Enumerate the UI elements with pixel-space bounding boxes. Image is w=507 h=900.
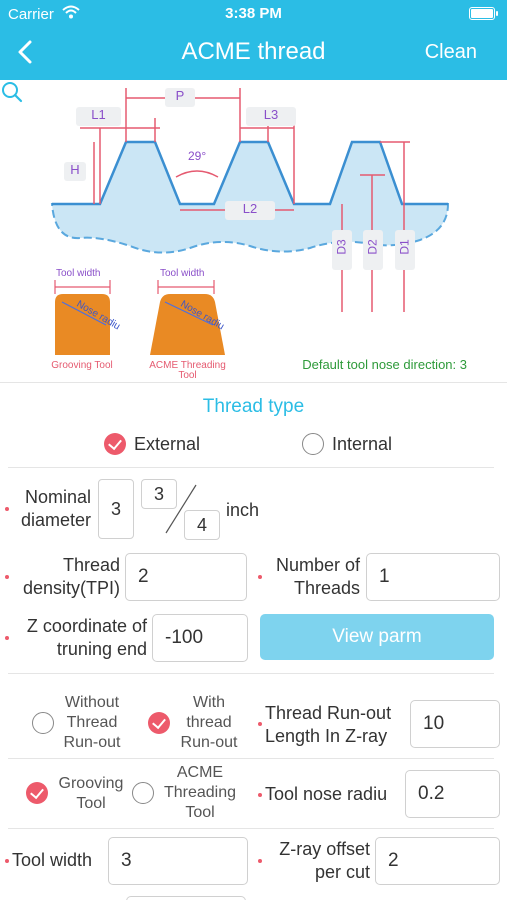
acme-tool-caption-line2: Tool bbox=[178, 370, 197, 381]
tool-width-input[interactable]: 3 bbox=[108, 837, 248, 885]
battery-icon bbox=[469, 7, 498, 20]
view-parm-button[interactable]: View parm bbox=[260, 614, 494, 660]
divider bbox=[8, 673, 494, 674]
divider bbox=[8, 467, 494, 468]
required-dot bbox=[258, 722, 262, 726]
status-time: 3:38 PM bbox=[225, 5, 282, 22]
required-dot bbox=[258, 793, 262, 797]
next-field-input[interactable] bbox=[126, 896, 246, 900]
tool-width-label-1: Tool width bbox=[56, 268, 101, 279]
z-offset-input[interactable]: 2 bbox=[375, 837, 500, 885]
radio-internal-label: Internal bbox=[332, 433, 393, 454]
wifi-icon bbox=[62, 5, 80, 19]
back-icon[interactable] bbox=[10, 36, 42, 68]
dim-d2: D2 bbox=[363, 230, 383, 270]
top-bar: Carrier 3:38 PM ACME thread Clean bbox=[0, 0, 507, 80]
checked-icon bbox=[104, 433, 126, 455]
thread-density-input[interactable]: 2 bbox=[125, 553, 247, 601]
dim-h: H bbox=[64, 162, 86, 181]
required-dot bbox=[5, 636, 9, 640]
carrier-label: Carrier bbox=[8, 6, 54, 23]
clean-button[interactable]: Clean bbox=[424, 41, 477, 63]
tool-width-label-2: Tool width bbox=[160, 268, 205, 279]
page-title: ACME thread bbox=[181, 38, 326, 65]
search-icon[interactable] bbox=[0, 80, 24, 104]
checked-icon bbox=[26, 782, 48, 804]
dim-p: P bbox=[165, 88, 195, 107]
dim-d1: D1 bbox=[395, 230, 415, 270]
required-dot bbox=[5, 507, 9, 511]
thread-type-title: Thread type bbox=[202, 396, 305, 417]
tool-nose-label: Tool nose radiu bbox=[265, 784, 388, 804]
dim-l1: L1 bbox=[76, 107, 121, 126]
unchecked-icon bbox=[132, 782, 154, 804]
nav-bar: ACME thread Clean bbox=[0, 28, 507, 80]
radio-external-label: External bbox=[134, 433, 201, 454]
divider bbox=[8, 758, 494, 759]
unchecked-icon bbox=[32, 712, 54, 734]
radio-grooving-tool[interactable] bbox=[26, 782, 56, 804]
tool-width-label: Tool width bbox=[12, 850, 93, 870]
default-direction-note: Default tool nose direction: 3 bbox=[302, 357, 467, 372]
radio-with-runout[interactable] bbox=[148, 712, 178, 734]
dim-angle: 29° bbox=[188, 149, 207, 163]
nominal-diameter-numerator-input[interactable]: 3 bbox=[141, 479, 177, 509]
grooving-tool-shape bbox=[55, 294, 110, 355]
nominal-diameter-whole-input[interactable]: 3 bbox=[98, 479, 134, 539]
z-coordinate-input[interactable]: -100 bbox=[152, 614, 248, 662]
tool-nose-input[interactable]: 0.2 bbox=[405, 770, 500, 818]
status-bar: Carrier 3:38 PM bbox=[0, 0, 507, 28]
dim-l3: L3 bbox=[246, 107, 296, 126]
number-of-threads-input[interactable]: 1 bbox=[366, 553, 500, 601]
required-dot bbox=[5, 575, 9, 579]
grooving-tool-caption: Grooving Tool bbox=[51, 360, 113, 371]
thread-diagram: P L1 L3 H 29° L2 D3 D2 D1 Tool width Too… bbox=[0, 80, 507, 382]
dim-l2: L2 bbox=[225, 201, 275, 220]
radio-internal[interactable]: Internal bbox=[302, 433, 392, 455]
dim-d3: D3 bbox=[332, 230, 352, 270]
radio-acme-tool[interactable] bbox=[132, 782, 162, 804]
unchecked-icon bbox=[302, 433, 324, 455]
required-dot bbox=[258, 575, 262, 579]
divider bbox=[0, 382, 507, 383]
acme-tool-shape bbox=[150, 294, 225, 355]
fraction-slash bbox=[165, 484, 197, 534]
acme-tool-caption-line1: ACME Threading bbox=[149, 360, 226, 371]
required-dot bbox=[258, 859, 262, 863]
divider bbox=[8, 828, 494, 829]
nominal-diameter-denominator-input[interactable]: 4 bbox=[184, 510, 220, 540]
runout-length-input[interactable]: 10 bbox=[410, 700, 500, 748]
inch-unit: inch bbox=[226, 500, 260, 520]
required-dot bbox=[5, 859, 9, 863]
checked-icon bbox=[148, 712, 170, 734]
radio-without-runout[interactable] bbox=[32, 712, 62, 734]
radio-external[interactable]: External bbox=[104, 433, 200, 455]
